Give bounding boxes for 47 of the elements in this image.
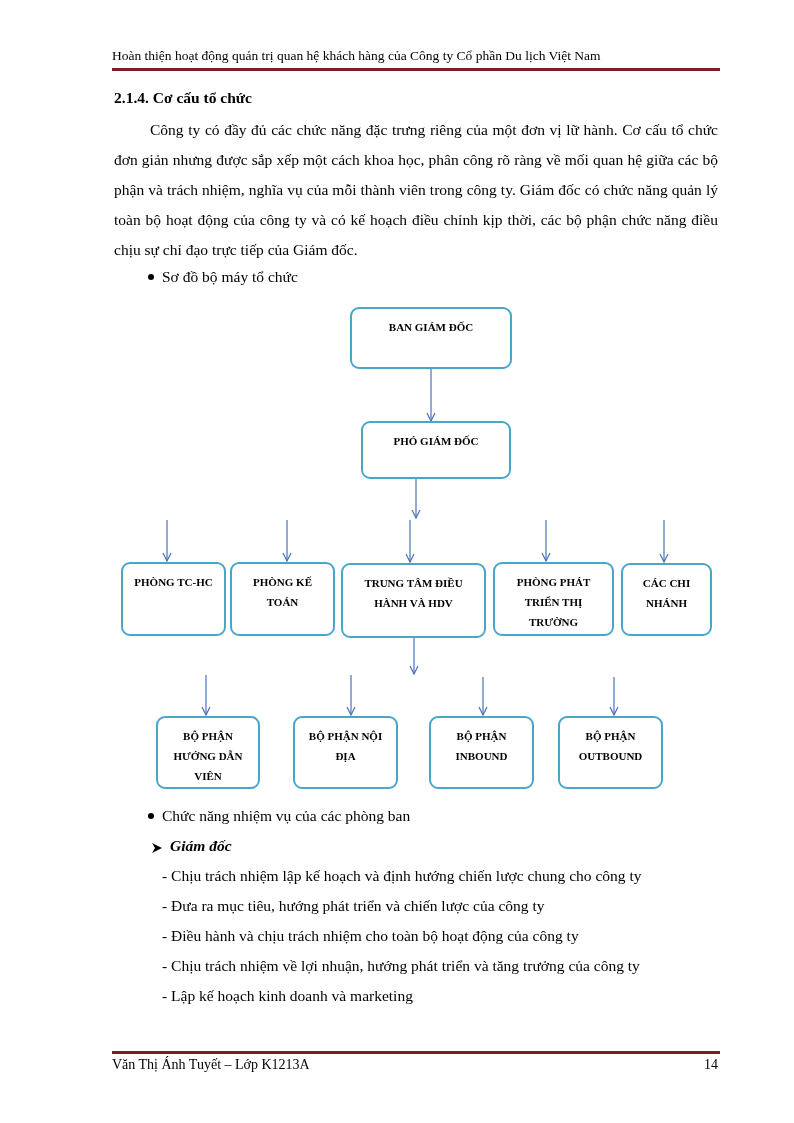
org-box <box>429 716 534 789</box>
bullet-text: Chức năng nhiệm vụ của các phòng ban <box>162 807 411 825</box>
arrow <box>478 676 488 716</box>
list-item: - Chịu trách nhiệm về lợi nhuận, hướng phát triển và tăng trưởng của công ty <box>162 957 640 975</box>
org-box <box>350 307 512 369</box>
org-box <box>230 562 335 636</box>
arrow <box>609 676 619 716</box>
arrow <box>346 674 356 716</box>
org-box <box>361 421 511 479</box>
subheading: Giám đốc <box>170 837 232 855</box>
arrow <box>201 674 211 716</box>
arrow <box>409 637 419 675</box>
box-label: PHÒNG PHÁT TRIỂN THỊ TRƯỜNG <box>515 575 592 630</box>
paragraph: Công ty có đầy đủ các chức năng đặc trưng riêng của một đơn vị lữ hành. Cơ cấu tổ chức đơn giản nhưng được sắp xếp một cách khoa học, phân công rõ ràng về mối quan hệ giữa các bộ phận và trách nhiệm, nghĩa vụ của mỗi thành viên trong công ty. Giám đốc có chức năng quản lý toàn bộ hoạt động của công ty và có kế hoạch điều chỉnh kịp thời, các bộ phận chức năng điều chịu sự chỉ đạo trực tiếp của Giám đốc. <box>114 120 718 260</box>
org-box <box>558 716 663 789</box>
list-item: - Lập kế hoạch kinh doanh và marketing <box>162 987 413 1005</box>
arrow <box>659 519 669 563</box>
arrow <box>541 519 551 562</box>
org-box <box>156 716 260 789</box>
section-heading: 2.1.4. Cơ cấu tổ chức <box>114 89 252 107</box>
box-label: BỘ PHẬN OUTBOUND <box>577 729 644 764</box>
box-label: TRUNG TÂM ĐIỀU HÀNH VÀ HDV <box>363 576 464 611</box>
box-label: PHÓ GIÁM ĐỐC <box>393 434 479 449</box>
box-label: BỘ PHẬN NỘI ĐỊA <box>307 729 384 764</box>
arrow <box>282 519 292 562</box>
footer-text: Văn Thị Ánh Tuyết – Lớp K1213A <box>112 1057 310 1073</box>
arrow <box>426 368 436 422</box>
org-box <box>121 562 226 636</box>
box-label: BAN GIÁM ĐỐC <box>388 320 474 335</box>
arrow <box>162 519 172 562</box>
arrow <box>405 519 415 563</box>
arrow <box>411 478 421 519</box>
box-label: BỘ PHẬN HƯỚNG DẪN VIÊN <box>172 729 244 784</box>
box-label: BỘ PHẬN INBOUND <box>454 729 509 764</box>
list-item: - Chịu trách nhiệm lập kế hoạch và định hướng chiến lược chung cho công ty <box>162 867 642 885</box>
org-box <box>493 562 614 636</box>
org-box <box>621 563 712 636</box>
org-box <box>293 716 398 789</box>
list-item: - Điều hành và chịu trách nhiệm cho toàn bộ hoạt động của công ty <box>162 927 579 945</box>
box-label: CÁC CHI NHÁNH <box>641 576 692 611</box>
org-box <box>341 563 486 638</box>
box-label: PHÒNG TC-HC <box>134 575 213 590</box>
header-text: Hoàn thiện hoạt động quản trị quan hệ khách hàng của Công ty Cổ phần Du lịch Việt Nam <box>112 48 601 64</box>
box-label: PHÒNG KẾ TOÁN <box>252 575 313 610</box>
bullet-text: Sơ đồ bộ máy tổ chức <box>162 268 298 286</box>
list-item: - Đưa ra mục tiêu, hướng phát triển và chiến lược của công ty <box>162 897 545 915</box>
page-number: 14 <box>704 1057 718 1073</box>
